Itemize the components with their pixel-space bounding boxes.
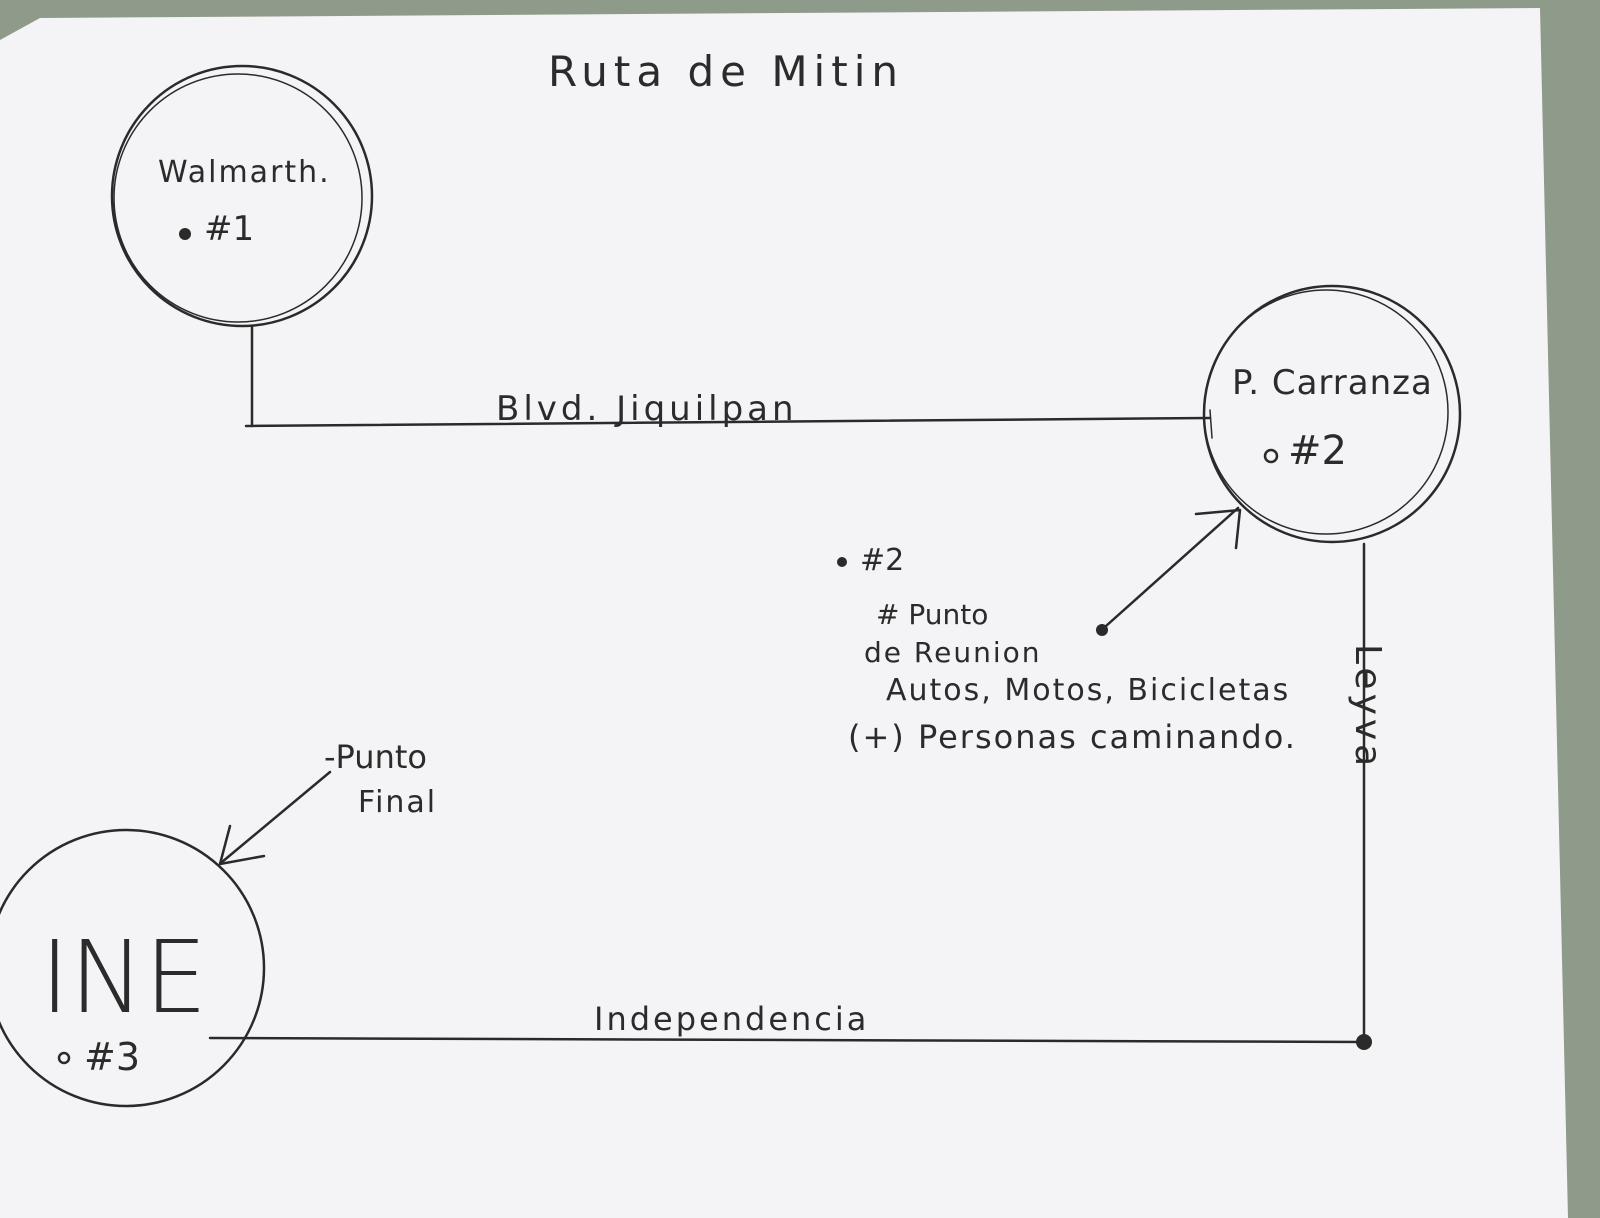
meeting-marker-label: #2 xyxy=(860,543,904,578)
jiquilpan-line xyxy=(244,416,1212,428)
node-walmart: Walmarth. #1 xyxy=(110,64,374,328)
carranza-marker xyxy=(1263,448,1279,464)
walmart-marker xyxy=(179,228,191,240)
meeting-arrow-line xyxy=(1104,506,1240,628)
ine-number: #3 xyxy=(84,1035,140,1079)
ine-name: INE xyxy=(40,919,207,1036)
corner-dot xyxy=(1356,1034,1372,1050)
carranza-number: #2 xyxy=(1288,428,1347,474)
meeting-marker-dot xyxy=(837,557,847,567)
walmart-circle-overdraw xyxy=(113,73,363,323)
final-note: -Punto Final xyxy=(218,738,437,866)
paper-sheet xyxy=(0,8,1568,1218)
final-line-1: -Punto xyxy=(324,738,427,776)
meeting-arrow-head xyxy=(1194,508,1242,550)
final-arrow-head xyxy=(218,824,266,866)
walmart-circle xyxy=(110,64,374,328)
diagram-title: Ruta de Mitin xyxy=(548,47,904,96)
meeting-line-1: # Punto xyxy=(876,598,988,631)
ine-marker xyxy=(57,1051,71,1065)
ine-circle xyxy=(0,828,266,1108)
meeting-line-3: Autos, Motos, Bicicletas xyxy=(886,673,1290,708)
walmart-name: Walmarth. xyxy=(158,155,331,190)
jiquilpan-tick xyxy=(1209,409,1213,439)
meeting-line-2: de Reunion xyxy=(864,636,1041,669)
walmart-number: #1 xyxy=(204,209,254,249)
route-lines xyxy=(208,324,1372,1050)
carranza-name: P. Carranza xyxy=(1232,363,1433,403)
node-carranza: P. Carranza #2 xyxy=(1202,284,1462,544)
final-line-2: Final xyxy=(358,785,437,820)
meeting-line-4: (+) Personas caminando. xyxy=(848,718,1297,756)
leyva-label: Leyva xyxy=(1347,644,1388,770)
meeting-note: #2 # Punto de Reunion Autos, Motos, Bici… xyxy=(837,506,1297,756)
independencia-line xyxy=(208,1036,1366,1044)
meeting-arrow-dot xyxy=(1096,624,1108,636)
jiquilpan-label: Blvd. Jiquilpan xyxy=(496,389,798,429)
carranza-circle-overdraw xyxy=(1203,289,1449,535)
final-arrow-line xyxy=(220,770,332,864)
node-ine: INE #3 xyxy=(0,828,266,1108)
independencia-label: Independencia xyxy=(594,1000,869,1038)
